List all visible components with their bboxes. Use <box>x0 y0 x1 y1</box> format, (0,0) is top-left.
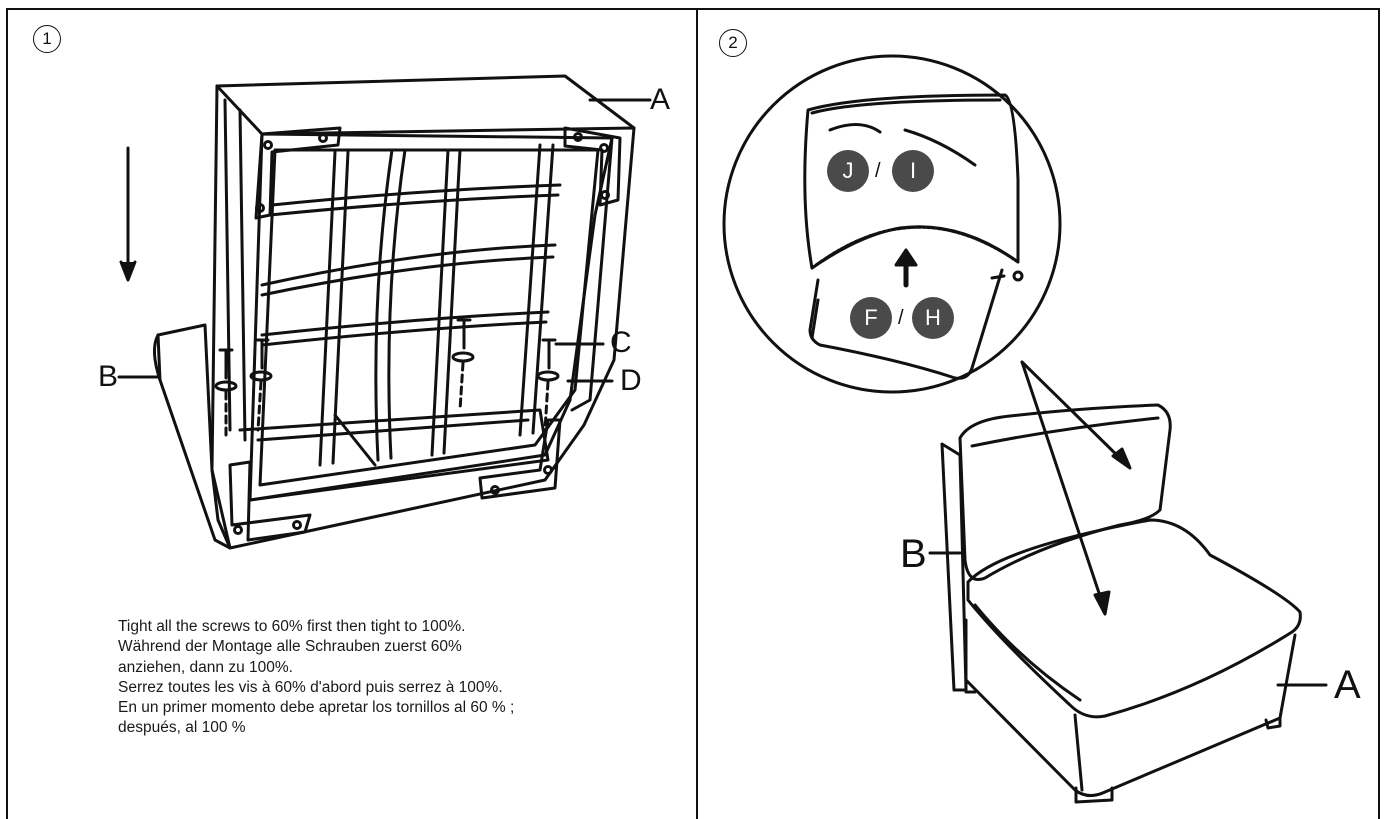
badge-i: I <box>909 158 917 183</box>
badge-h: H <box>925 305 941 330</box>
instruction-line-es-1: En un primer momento debe apretar los to… <box>118 699 515 717</box>
instruction-line-en: Tight all the screws to 60% first then t… <box>118 618 466 635</box>
instruction-line-de-1: Während der Montage alle Schrauben zuers… <box>118 638 462 656</box>
instruction-line-de-2: anziehen, dann zu 100%. <box>118 658 293 676</box>
back-frame-drawing <box>117 74 652 550</box>
label-c-step1: C <box>610 326 632 359</box>
label-b-step1: B <box>98 360 119 393</box>
assembly-instructions: Tight all the screws to 60% first then t… <box>118 617 678 739</box>
badge-separator-top: / <box>875 160 881 182</box>
label-b-step2: B <box>900 532 927 576</box>
zoom-circle-drawing <box>722 54 1132 616</box>
badge-j: J <box>842 158 854 183</box>
badge-separator-bottom: / <box>898 307 904 329</box>
panel-frame <box>6 8 1380 819</box>
instruction-line-es-2: después, al 100 % <box>118 719 246 737</box>
panel-divider <box>696 8 698 819</box>
label-d-step1: D <box>620 364 642 397</box>
step-number-1: 1 <box>33 25 61 53</box>
badge-f: F <box>864 305 878 330</box>
instruction-line-fr: Serrez toutes les vis à 60% d'abord puis… <box>118 678 503 696</box>
cushion-badges <box>827 150 954 339</box>
label-a-step2: A <box>1334 663 1361 707</box>
label-a-step1: A <box>650 83 671 116</box>
chair-drawing <box>928 403 1328 804</box>
step-number-2: 2 <box>719 29 747 57</box>
